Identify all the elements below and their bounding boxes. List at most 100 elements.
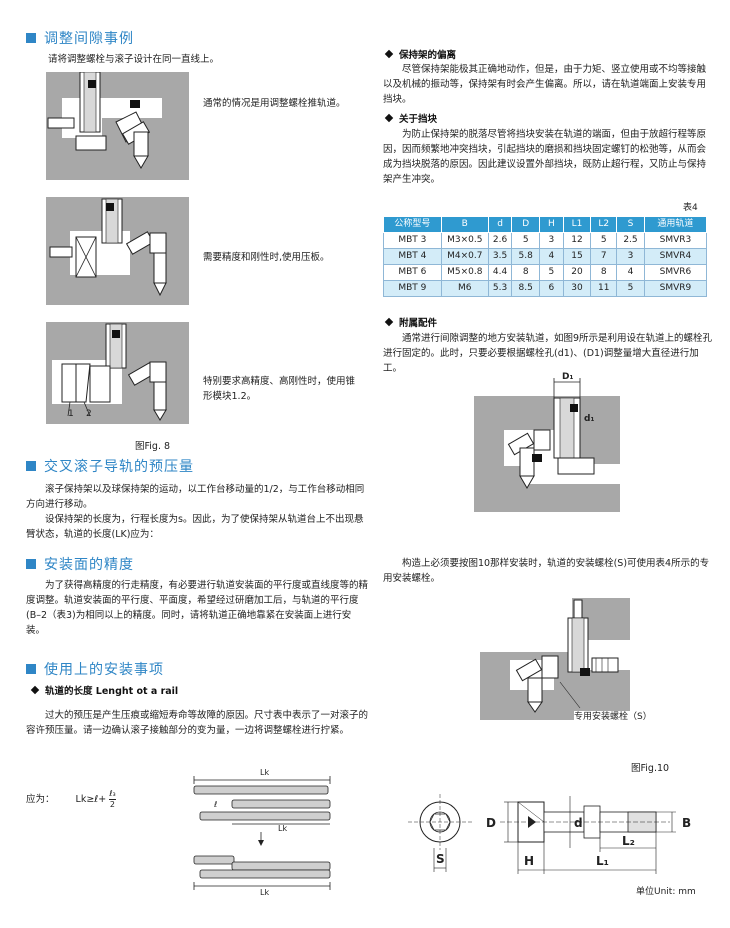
diagram-label-lk-top: Lk	[260, 768, 270, 777]
figure-8-pressure-plate-drawing	[46, 197, 189, 305]
accessories-paragraph: 通常进行间隙调整的地方安装轨道，如图9所示是利用设在轨道上的螺栓孔进行固定的。此…	[383, 331, 713, 376]
figure-10-special-bolt	[480, 598, 630, 720]
figure-8-adjust-bolt-drawing	[46, 72, 189, 180]
figure-8-taper-block-drawing	[46, 322, 189, 424]
section-title-mounting-accuracy: 安装面的精度	[26, 556, 134, 574]
formula-main: Lk≥ℓ+	[75, 794, 107, 805]
bullet-retainer-offset: 保持架的偏离	[384, 48, 456, 63]
diagram-label-lk-bottom: Lk	[260, 888, 270, 897]
table-cell: 30	[562, 280, 592, 297]
rail-length-diagram: Lk ℓ Lk Lk	[192, 768, 342, 900]
table-row: MBT 4 M4×0.7 3.5 5.8 4 15 7 3 SMVR4	[383, 248, 708, 265]
figure-8-pressure-plate	[46, 197, 189, 305]
bolt-dimension-drawing: D S H d L₁ L₂ B	[400, 790, 710, 880]
diagram-label-l: ℓ	[214, 800, 218, 809]
retainer-offset-text: 尽管保持架能极其正确地动作，但是，由于力矩、竖立使用或不均等接触以及机械的振动等…	[383, 64, 707, 105]
table-cell: 3	[539, 232, 564, 249]
section-title-preload: 交叉滚子导轨的预压量	[26, 458, 194, 476]
square-bullet-icon	[26, 33, 36, 43]
table-cell: 3.5	[487, 248, 513, 265]
accessories-text: 通常进行间隙调整的地方安装轨道，如图9所示是利用设在轨道上的螺栓孔进行固定的。此…	[383, 333, 713, 374]
formula: 应为： Lk≥ℓ+ ℓ₃ 2	[26, 789, 116, 810]
formula-denominator: 2	[109, 800, 116, 809]
figure-10-special-bolt-drawing	[480, 598, 630, 720]
table-cell: SMVR9	[643, 280, 708, 297]
special-bolt-paragraph: 构造上必须要按图10那样安装时，轨道的安装螺栓(S)可使用表4所示的专用安装螺栓…	[383, 556, 713, 586]
table-cell: SMVR6	[643, 264, 708, 281]
dimension-label-h: H	[524, 854, 535, 868]
table-cell: 2.5	[616, 232, 645, 249]
figure-8-adjust-bolt	[46, 72, 189, 180]
installation-notes-paragraph: 过大的预压是产生压痕或缩短寿命等故障的原因。尺寸表中表示了一对滚子的容许预压量。…	[26, 708, 370, 738]
table-row: MBT 3 M3×0.5 2.6 5 3 12 5 2.5 SMVR3	[383, 232, 708, 249]
figure-9-label-d1-small: d₁	[584, 414, 595, 424]
table-cell: 2.6	[487, 232, 513, 249]
table-row: MBT 9 M6 5.3 8.5 6 30 11 5 SMVR9	[383, 280, 708, 297]
table-cell: MBT 9	[383, 280, 442, 297]
formula-fraction: ℓ₃ 2	[109, 789, 116, 810]
table-cell: 4	[539, 248, 564, 265]
dimension-label-b: B	[682, 816, 692, 830]
table-header-b: B	[440, 216, 489, 233]
diamond-bullet-icon	[30, 685, 40, 695]
preload-paragraph-1: 滚子保持架以及球保持架的运动，以工作台移动量的1/2，与工作台移动相同方向进行移…	[26, 484, 365, 510]
table-header-d-small: d	[487, 216, 513, 233]
taper-block-label-1: 1	[68, 409, 74, 419]
table-header-rail: 通用轨道	[643, 216, 708, 233]
table-4-label: 表4	[683, 203, 698, 213]
table-cell: M6	[440, 280, 489, 297]
table-cell: MBT 3	[383, 232, 442, 249]
section-title-installation-notes: 使用上的安装事项	[26, 661, 164, 679]
dimension-label-l2: L₂	[622, 834, 635, 848]
table-cell: 5	[616, 280, 645, 297]
dimension-label-d-small: d	[574, 816, 583, 830]
figure-9-rail-fixing-drawing	[474, 370, 620, 512]
square-bullet-icon	[26, 559, 36, 569]
table-cell: 8.5	[511, 280, 541, 297]
bullet-stopper: 关于挡块	[384, 112, 437, 127]
figure-9-rail-fixing: D₁ d₁	[474, 370, 620, 512]
figure-8-text-1: 通常的情况是用调整螺栓推轨道。	[203, 98, 346, 109]
table-cell: 5	[511, 232, 541, 249]
table-header-row: 公称型号 B d D H L1 L2 S 通用轨道	[383, 216, 708, 233]
table-header-h: H	[539, 216, 564, 233]
bolt-dimension-drawing-svg	[408, 794, 676, 874]
square-bullet-icon	[26, 461, 36, 471]
diamond-bullet-icon	[384, 317, 394, 327]
stopper-paragraph: 为防止保持架的脱落尽管将挡块安装在轨道的端面，但由于放超行程等原因，因而频繁地冲…	[383, 127, 713, 187]
table-cell: 5.8	[511, 248, 541, 265]
bullet-accessories: 附属配件	[384, 316, 437, 331]
table-cell: 15	[562, 248, 592, 265]
table-cell: 6	[539, 280, 564, 297]
square-bullet-icon	[26, 664, 36, 674]
table-header-l1: L1	[562, 216, 592, 233]
preload-paragraph-2: 设保持架的长度为，行程长度为s。因此，为了使保持架从轨道台上不出现悬臂状态，轨道…	[26, 514, 364, 540]
diagram-label-lk-mid: Lk	[278, 824, 288, 833]
table-cell: SMVR4	[643, 248, 708, 265]
table-cell: 7	[590, 248, 618, 265]
table-cell: M3×0.5	[440, 232, 489, 249]
preload-paragraph: 滚子保持架以及球保持架的运动，以工作台移动量的1/2，与工作台移动相同方向进行移…	[26, 482, 370, 542]
table-cell: 8	[590, 264, 618, 281]
mounting-bolt-spec-table: 公称型号 B d D H L1 L2 S 通用轨道 MBT 3 M3×0.5 2…	[383, 216, 708, 297]
table-cell: 8	[511, 264, 541, 281]
figure-10-bolt-label: 专用安装螺栓（S）	[574, 711, 652, 723]
table-cell: 5	[590, 232, 618, 249]
dimension-label-l1: L₁	[596, 854, 609, 868]
stopper-text: 为防止保持架的脱落尽管将挡块安装在轨道的端面，但由于放超行程等原因，因而频繁地冲…	[383, 129, 707, 185]
gap-adjustment-intro: 请将调整螺栓与滚子设计在同一直线上。	[48, 54, 220, 65]
table-cell: 5	[539, 264, 564, 281]
table-cell: MBT 6	[383, 264, 442, 281]
diamond-bullet-icon	[384, 113, 394, 123]
formula-label: 应为：	[26, 794, 55, 805]
figure-8-caption: 图Fig. 8	[135, 441, 171, 452]
table-cell: MBT 4	[383, 248, 442, 265]
retainer-offset-paragraph: 尽管保持架能极其正确地动作，但是，由于力矩、竖立使用或不均等接触以及机械的振动等…	[383, 62, 713, 107]
figure-8-text-2: 需要精度和刚性时,使用压板。	[203, 252, 330, 263]
table-header-model: 公称型号	[383, 216, 442, 233]
taper-block-label-2: 2	[86, 409, 92, 419]
table-cell: 3	[616, 248, 645, 265]
table-cell: 4	[616, 264, 645, 281]
mounting-accuracy-text: 为了获得高精度的行走精度，有必要进行轨道安装面的平行度或直线度等的精度调整。轨道…	[26, 580, 369, 636]
figure-10-caption: 图Fig.10	[631, 763, 670, 774]
